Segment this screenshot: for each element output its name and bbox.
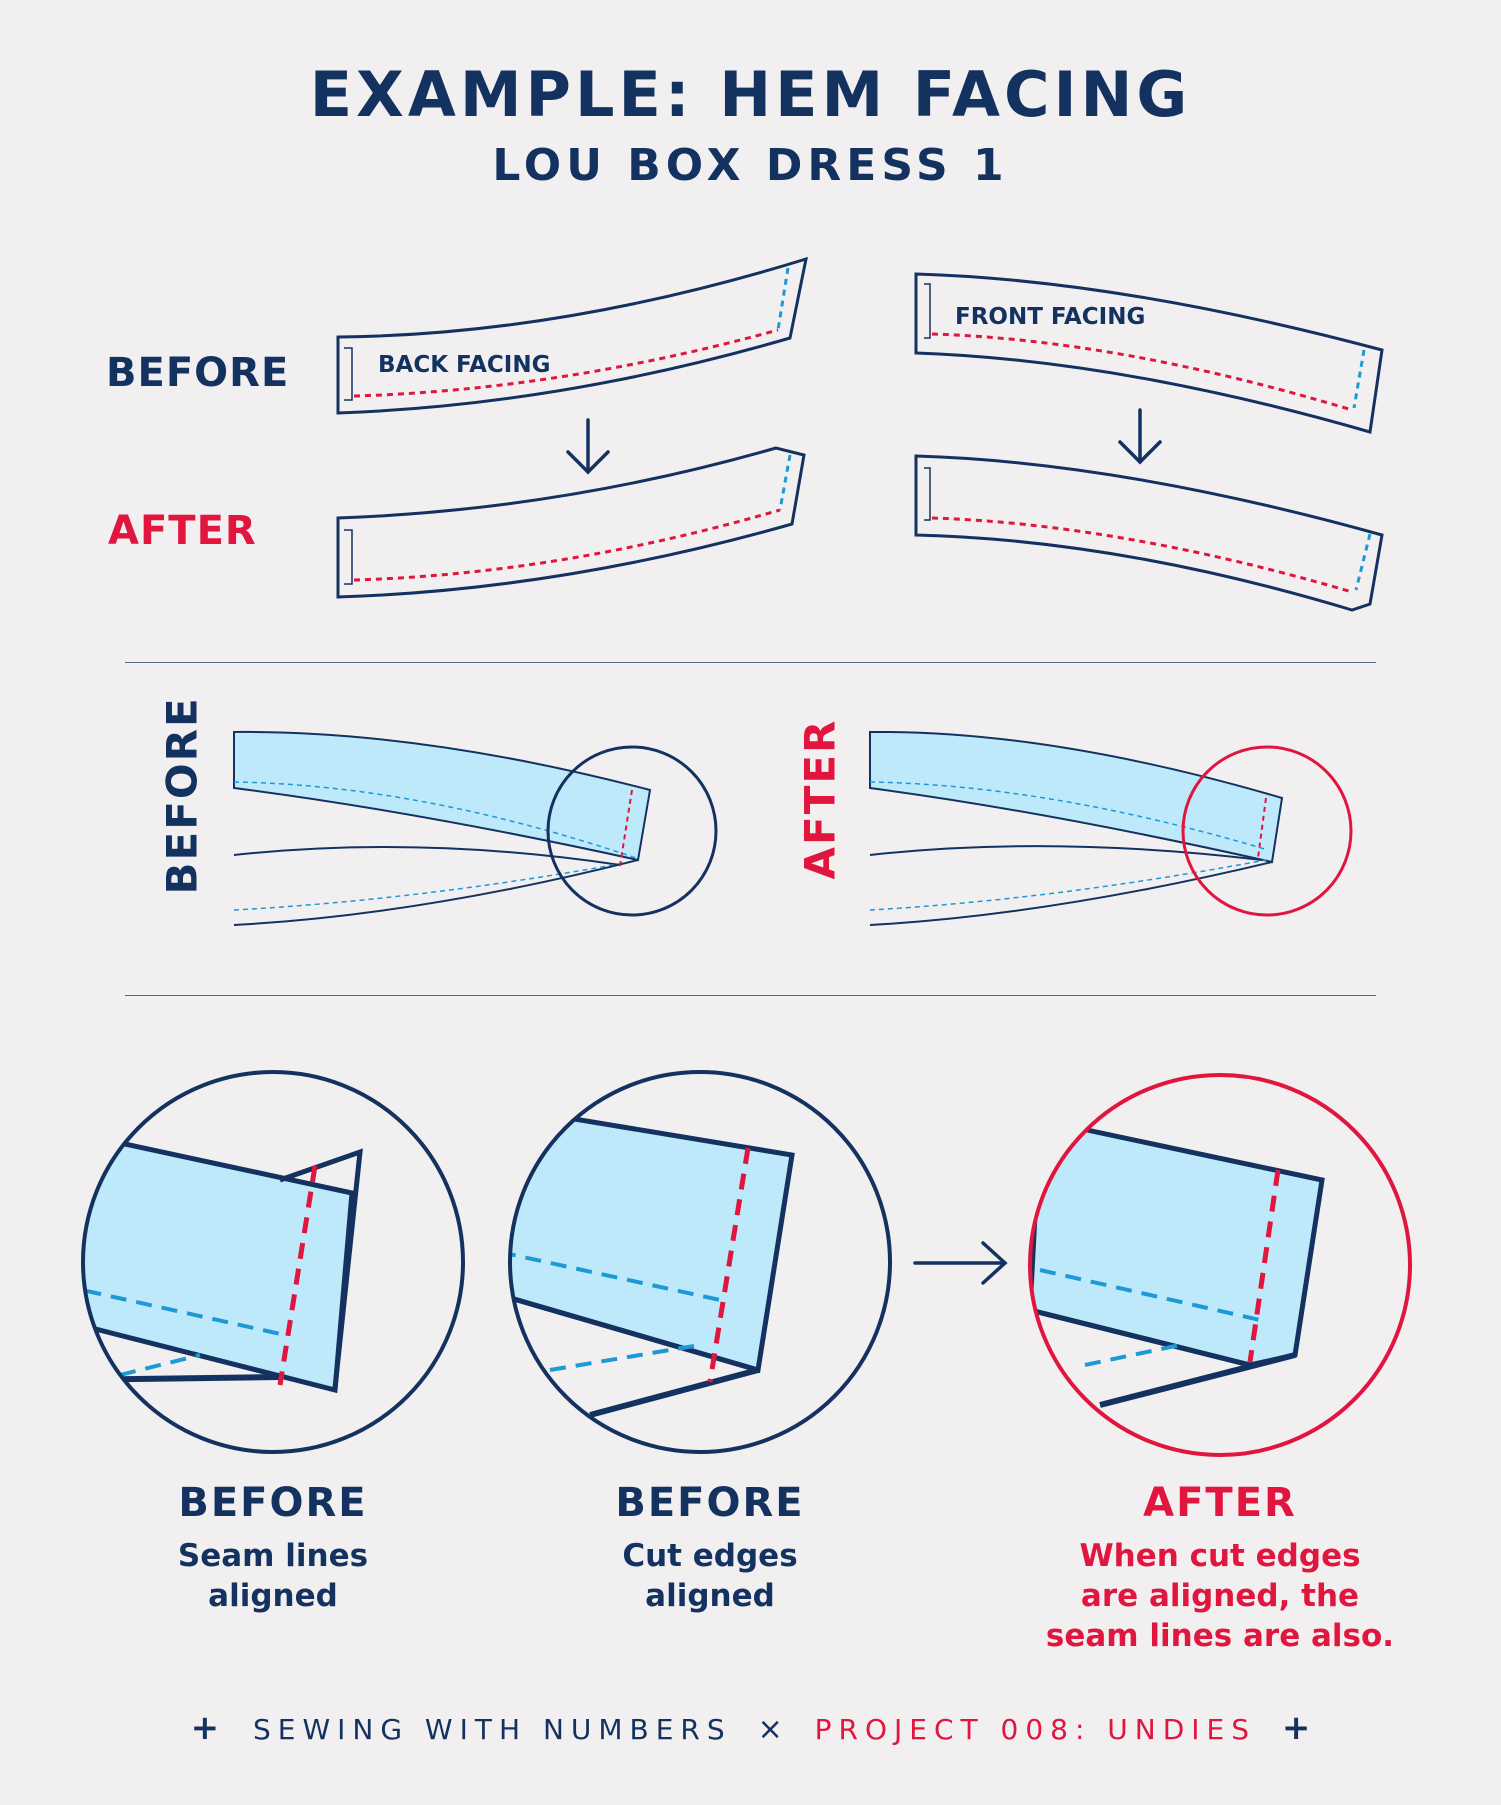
layered-pieces-after [869, 730, 1353, 926]
caption-line: Cut edges [622, 1538, 798, 1574]
footer-right-text: PROJECT 008: UNDIES [814, 1713, 1257, 1746]
front-facing-label: FRONT FACING [955, 304, 1145, 330]
plus-icon: + [190, 1708, 220, 1748]
down-arrow-icon [566, 418, 610, 475]
zoom-circle-cut-edges-aligned [508, 1070, 892, 1454]
caption-head: BEFORE [178, 1480, 368, 1526]
caption-line: aligned [645, 1578, 775, 1614]
caption-line: aligned [208, 1578, 338, 1614]
caption-line: When cut edges [1079, 1538, 1361, 1574]
plus-icon: + [1281, 1708, 1311, 1748]
caption-line: Seam lines [177, 1538, 369, 1574]
caption-head: AFTER [1143, 1480, 1297, 1526]
caption-line: are aligned, the [1080, 1578, 1360, 1614]
section1-after-label: AFTER [108, 508, 257, 554]
zoom-circle-seam-lines-aligned [81, 1070, 465, 1454]
footer: + SEWING WITH NUMBERS × PROJECT 008: UND… [0, 1708, 1501, 1748]
footer-left-text: SEWING WITH NUMBERS [252, 1713, 732, 1746]
caption-seam-lines-aligned: BEFORE Seam lines aligned [123, 1480, 423, 1616]
back-facing-after-piece [336, 446, 806, 599]
caption-cut-edges-aligned: BEFORE Cut edges aligned [560, 1480, 860, 1616]
back-facing-label: BACK FACING [378, 352, 550, 378]
front-facing-after-piece [914, 454, 1384, 612]
front-facing-before-piece [914, 272, 1384, 434]
caption-line: seam lines are also. [1045, 1618, 1395, 1654]
caption-head: BEFORE [615, 1480, 805, 1526]
section1-before-label: BEFORE [106, 350, 290, 396]
back-facing-before-piece [336, 256, 808, 415]
layered-pieces-before [233, 730, 718, 926]
page-title: EXAMPLE: HEM FACING [309, 58, 1192, 131]
zoom-circle-after [1028, 1073, 1412, 1457]
down-arrow-icon [1118, 408, 1162, 465]
page-subtitle: LOU BOX DRESS 1 [492, 140, 1009, 191]
divider-bottom [125, 995, 1376, 996]
right-arrow-icon [913, 1241, 1008, 1285]
divider-top [125, 662, 1376, 663]
times-icon: × [757, 1712, 783, 1747]
caption-after: AFTER When cut edges are aligned, the se… [1020, 1480, 1420, 1656]
